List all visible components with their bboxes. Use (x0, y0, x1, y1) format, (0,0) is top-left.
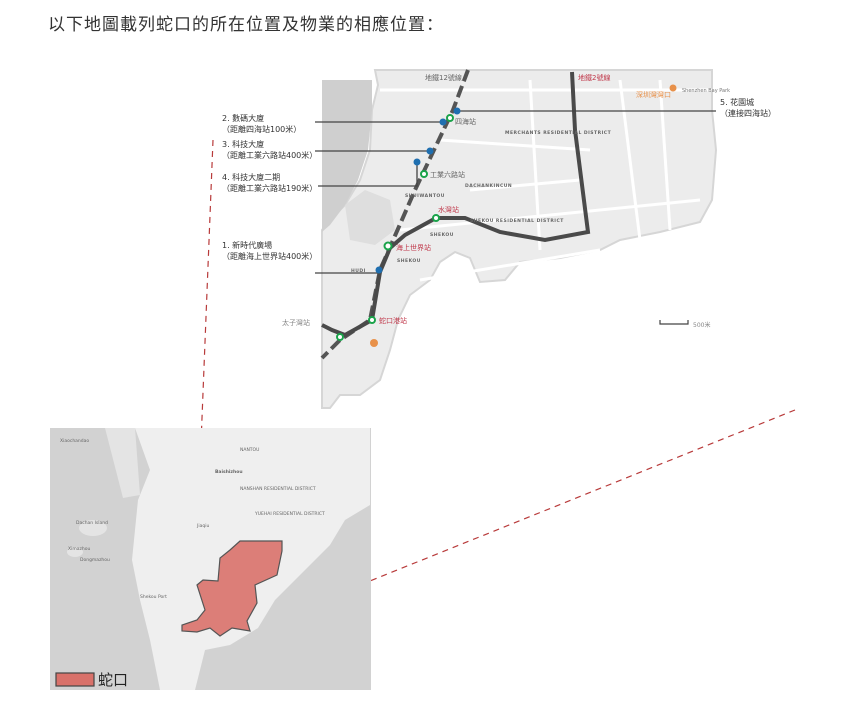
property-note: （距離海上世界站400米） (222, 252, 318, 261)
property-marker-4[interactable] (413, 158, 421, 166)
district-hudi: HUDI (351, 268, 366, 274)
station-label-sihai: 四海站 (455, 117, 476, 126)
place-jiaqiu: Jiaqiu (196, 523, 209, 529)
green-hills (345, 190, 395, 245)
property-marker-3[interactable] (426, 147, 434, 155)
property-name: 1. 新時代廣場 (222, 241, 273, 250)
place-yuehai: YUEHAI RESIDENTIAL DISTRICT (254, 511, 325, 517)
district-shuiwantou: SHUIWANTOU (405, 193, 445, 199)
scale-bar (659, 320, 689, 325)
landmark-bay-park: Shenzhen Bay Park (682, 88, 730, 94)
place-ximazhou: Ximazhou (68, 546, 90, 552)
landmark-bay-port: 深圳灣灣口 (636, 90, 671, 99)
property-marker-1[interactable] (375, 266, 383, 274)
overview-region-shekou[interactable] (181, 540, 283, 637)
water-inlet (322, 80, 372, 232)
property-marker-2[interactable] (439, 118, 447, 126)
district-dachankincun: DACHANKINCUN (465, 183, 512, 189)
callout-property-1: 1. 新時代廣場 （距離海上世界站400米） (222, 240, 317, 262)
property-name: 3. 科技大廈 (222, 140, 265, 149)
property-note: （距離四海站100米） (222, 125, 302, 134)
page-title: 以下地圖載列蛇口的所在位置及物業的相應位置： (48, 15, 444, 35)
overview-map: Xiaochandao Dachan Island Ximazhou Dongm… (50, 428, 371, 690)
bay-port-pin-icon (669, 84, 677, 92)
metro-line-12 (320, 69, 470, 360)
metro-line-2 (321, 71, 591, 338)
place-shekou-port: Shekou Port (140, 594, 167, 600)
property-name: 4. 科技大廈二期 (222, 173, 281, 182)
callout-property-4: 4. 科技大廈二期 （距離工業六路站190米） (222, 172, 317, 194)
callout-property-3: 3. 科技大廈 （距離工業六路站400米） (222, 139, 317, 161)
station-icon-shekouport[interactable] (368, 316, 376, 324)
station-icon-sihai[interactable] (446, 114, 454, 122)
detail-map: 四海站 工業六路站 水灣站 海上世界站 蛇口港站 太子灣站 地鐵12號線 地鐵2… (282, 69, 730, 409)
district-shekou-res: SHEKOU RESIDENTIAL DISTRICT (470, 218, 564, 224)
callout-property-5: 5. 花園城 （連接四海站） (720, 97, 776, 119)
station-icon-seaworld[interactable] (383, 241, 393, 251)
district-shekou-1: SHEKOU (430, 232, 454, 238)
district-shekou-2: SHEKOU (397, 258, 421, 264)
metro-line-12-label: 地鐵12號線 (425, 73, 462, 82)
island-ximazhou (67, 547, 83, 557)
property-note: （距離工業六路站400米） (222, 151, 318, 160)
place-baishizhou: Baishizhou (215, 469, 243, 475)
island-dachan (79, 520, 107, 536)
property-name: 5. 花園城 (720, 98, 755, 107)
place-dachan: Dachan Island (76, 520, 108, 526)
callout-property-2: 2. 數碼大廈 （距離四海站100米） (222, 113, 301, 135)
station-label-shekouport: 蛇口港站 (379, 316, 407, 325)
property-marker-5[interactable] (453, 107, 461, 115)
district-merchants: MERCHANTS RESIDENTIAL DISTRICT (505, 130, 612, 136)
scale-label: 500米 (693, 321, 710, 329)
station-label-taiziwan: 太子灣站 (282, 318, 310, 327)
station-label-seaworld: 海上世界站 (396, 243, 431, 252)
metro-line-2-label: 地鐵2號線 (578, 73, 610, 82)
place-dongmazhou: Dongmazhou (80, 557, 110, 563)
legend-swatch (55, 672, 95, 687)
station-label-shuiwan: 水灣站 (438, 205, 459, 214)
property-note: （距離工業六路站190米） (222, 184, 318, 193)
station-label-gongye6: 工業六路站 (430, 170, 465, 179)
property-name: 2. 數碼大廈 (222, 114, 265, 123)
station-icon-shuiwan[interactable] (432, 214, 440, 222)
station-icon-taiziwan[interactable] (336, 333, 344, 341)
place-xiaochandao: Xiaochandao (60, 438, 89, 444)
port-pin-icon (370, 339, 378, 347)
property-note: （連接四海站） (720, 109, 776, 118)
station-icon-gongye6[interactable] (420, 170, 428, 178)
overview-port-strip (105, 428, 140, 498)
place-nantou: NANTOU (240, 447, 259, 453)
legend-label: 蛇口 (98, 671, 128, 689)
place-nanshan: NANSHAN RESIDENTIAL DISTRICT (240, 486, 316, 492)
